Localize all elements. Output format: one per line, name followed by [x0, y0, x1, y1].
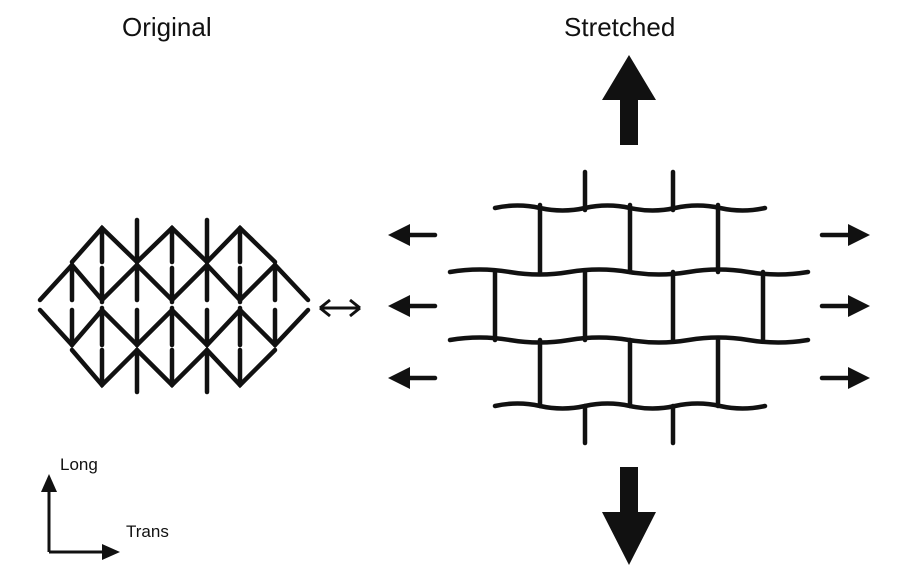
arrow-right-head	[848, 224, 870, 246]
stretched-lattice	[447, 169, 811, 446]
arrow-left-head	[388, 367, 410, 389]
axis-label-trans: Trans	[126, 522, 169, 541]
side-arrows	[388, 224, 870, 389]
arrow-down-icon	[602, 467, 656, 565]
double-headed-arrow-icon	[319, 298, 361, 318]
title-stretched: Stretched	[564, 12, 676, 42]
arrow-left-head	[388, 295, 410, 317]
arrow-right-head	[848, 367, 870, 389]
arrow-right-head	[848, 295, 870, 317]
title-original: Original	[122, 12, 212, 42]
axes-indicator	[41, 474, 120, 560]
arrow-left-head	[388, 224, 410, 246]
original-lattice	[37, 217, 311, 395]
axis-label-long: Long	[60, 455, 98, 474]
arrow-up-icon	[602, 55, 656, 145]
